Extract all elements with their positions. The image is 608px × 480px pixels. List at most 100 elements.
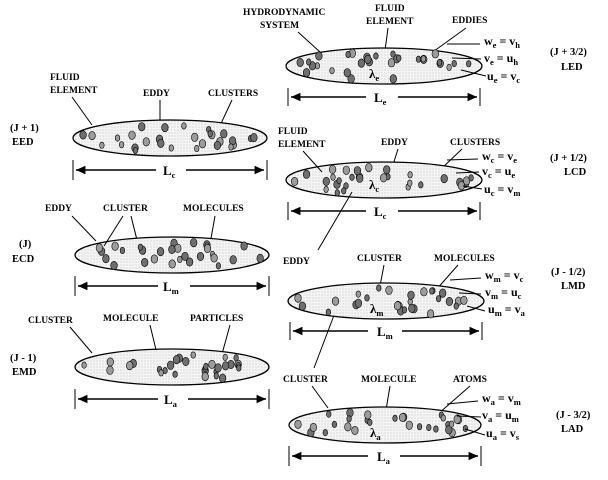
length-label: Lm [377,324,393,341]
diagram-lad: (J - 3/2) LAD CLUSTER MOLECULE ATOMS λa … [283,375,591,466]
level-name: LAD [561,424,584,435]
particle [397,55,402,61]
particle [466,61,471,67]
particle [215,364,222,372]
level-name: LCD [564,167,587,178]
equation-v: vc = ue [482,164,515,180]
particle [214,141,221,149]
particle [112,242,119,250]
particle [241,242,248,250]
hydrodynamic-label: HYDRODYNAMIC [243,8,325,18]
fluid-label: FLUID [375,4,405,14]
leader-line [314,310,336,368]
molecule-label: MOLECULE [361,375,416,385]
particle [216,263,221,269]
particle [107,358,114,366]
particle [162,123,169,131]
particle [111,261,118,269]
particle [169,245,176,253]
particle [103,254,110,262]
clusters-label: CLUSTERS [208,89,258,99]
particle [323,177,330,185]
particle [219,374,226,382]
eddy-label: EDDY [381,138,408,148]
molecules-label: MOLECULES [183,204,244,214]
leader-line [72,216,96,241]
diagram-lmd: (J - 1/2) LMD EDDY CLUSTER MOLECULES λm … [283,254,586,341]
particle [202,372,209,380]
particle [251,133,258,141]
particle [96,244,103,252]
fluid-label: FLUID [50,73,80,83]
leader-line [70,327,92,353]
element-label: ELEMENT [50,86,98,96]
particle [100,142,105,148]
particle [386,286,393,294]
particle [303,170,310,178]
cluster-label: CLUSTER [357,254,402,264]
particle [430,288,435,294]
particle [169,260,176,268]
particle [126,361,133,369]
particle [211,254,218,262]
particle [141,258,148,266]
level-name: LMD [561,281,586,292]
particle [335,190,340,196]
leader-line [298,32,320,52]
particle [441,415,446,421]
particle [432,50,439,58]
particle [365,55,372,63]
diagram-lcd: (J + 1/2) LCD FLUID ELEMENT EDDY CLUSTER… [278,127,587,221]
particle [393,415,398,421]
particle [454,303,459,309]
leader-line [312,386,328,408]
particle [82,362,87,368]
particle [350,174,355,180]
particle [120,247,125,253]
particle [356,291,361,297]
particle [394,302,401,310]
particle [408,180,413,186]
equation-w: wm = vc [485,268,524,284]
level-label: (J + 1) [10,123,39,134]
equation-u: um = va [488,302,526,318]
particle [347,416,352,422]
cluster-label: CLUSTER [103,204,148,214]
particle [183,357,190,365]
particle [214,373,219,379]
particle [421,56,426,62]
particle [230,256,237,264]
equation-leader [450,278,481,280]
particle [173,355,180,363]
diagram-led: (J + 3/2) LED HYDRODYNAMIC SYSTEM FLUID … [243,4,587,107]
particle [341,188,346,194]
particle [175,244,182,252]
particle [169,145,174,151]
length-label: La [164,392,178,409]
particle [377,285,382,291]
particle [358,59,365,67]
particle [182,123,187,129]
equation-w: wa = vm [482,391,521,407]
particle [406,421,413,429]
particle [89,131,96,139]
equation-u: uc = vm [484,182,520,198]
particle [441,174,448,182]
leader-line [318,192,352,250]
particle [115,135,120,141]
atoms-label: ATOMS [453,375,487,385]
length-label: Lc [374,204,387,221]
particle [427,424,432,430]
particle [133,147,138,153]
particle [159,370,164,376]
particle [436,296,441,302]
system-label: SYSTEM [260,21,299,31]
level-name: EED [12,137,34,148]
particle [199,140,206,148]
level-label: (J - 3/2) [556,410,591,421]
particle [119,142,124,148]
level-name: EMD [12,367,37,378]
particle [222,362,229,370]
